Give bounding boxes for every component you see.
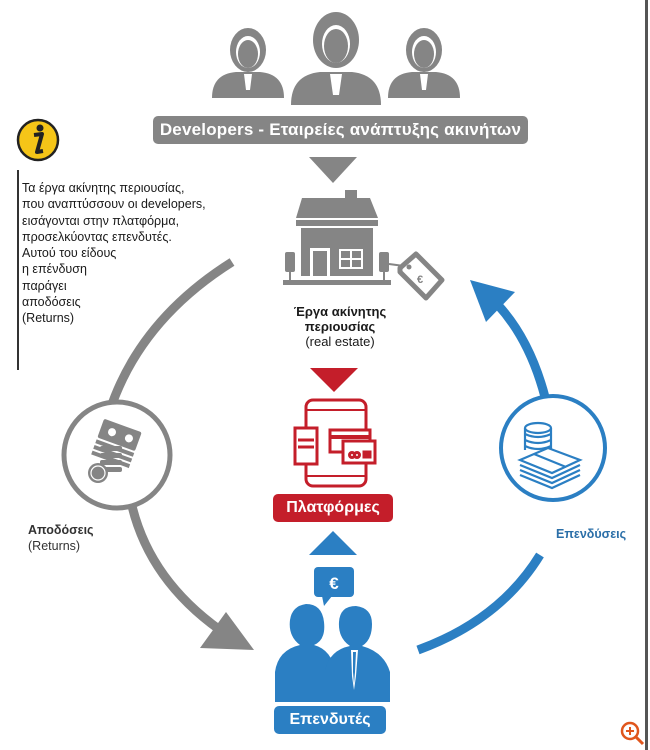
investors-label: Επενδυτές [274, 706, 386, 734]
arrow-down-icon [310, 368, 358, 392]
returns-title: Αποδόσεις [28, 523, 94, 537]
info-divider-line [17, 170, 19, 370]
info-line: εισάγονται στην πλατφόρμα, [22, 213, 180, 228]
money-stack-icon [517, 421, 583, 490]
real-estate-title: περιουσίας [304, 319, 376, 334]
info-description: Τα έργα ακίνητης περιουσίας, που αναπτύσ… [22, 180, 252, 327]
info-line: αποδόσεις [22, 295, 81, 310]
devices-icon [293, 398, 377, 488]
real-estate-title: Έργα ακίνητης [293, 304, 387, 319]
platforms-label: Πλατφόρμες [273, 494, 393, 522]
arrow-down-icon [309, 157, 357, 183]
frame-border [645, 0, 648, 750]
info-line: παράγει [22, 278, 67, 293]
returns-flow-arc [105, 258, 235, 412]
house-icon [283, 190, 391, 285]
euro-symbol: € [329, 574, 339, 593]
group-of-people-icon [212, 12, 460, 105]
investments-flow-arc [494, 301, 550, 399]
investments-circle [499, 394, 607, 502]
info-line: που αναπτύσσουν οι developers, [22, 197, 206, 212]
returns-label: Αποδόσεις (Returns) [28, 522, 94, 554]
info-line: (Returns) [22, 311, 75, 326]
investors-icon [275, 604, 390, 702]
euro-symbol: € [417, 274, 423, 286]
person-icon [291, 12, 381, 105]
arrow-head-icon [470, 280, 515, 322]
info-line: προσελκύοντας επενδυτές. [22, 229, 172, 244]
real-estate-subtitle: (real estate) [305, 334, 375, 349]
real-estate-label: Έργα ακίνητης περιουσίας (real estate) [270, 304, 410, 349]
arrow-up-icon [309, 531, 357, 555]
developers-label: Developers - Εταιρείες ανάπτυξης ακινήτω… [153, 116, 528, 144]
zoom-in-icon[interactable] [620, 721, 645, 746]
info-line: Τα έργα ακίνητης περιουσίας, [22, 181, 185, 195]
investments-flow-arc [416, 552, 544, 655]
info-icon[interactable] [16, 118, 60, 162]
person-icon [388, 28, 460, 98]
returns-flow-arc [127, 504, 223, 634]
person-icon [212, 28, 284, 98]
euro-speech-bubble-icon [314, 567, 354, 606]
info-line: η επένδυση [22, 262, 87, 277]
returns-subtitle: (Returns) [28, 539, 81, 553]
info-line: Αυτού του είδους [22, 246, 117, 261]
investments-label: Επενδύσεις [556, 527, 627, 541]
arrow-head-icon [200, 612, 254, 650]
money-stack-icon [88, 419, 142, 483]
euro-price-tag-icon: € [388, 251, 445, 301]
